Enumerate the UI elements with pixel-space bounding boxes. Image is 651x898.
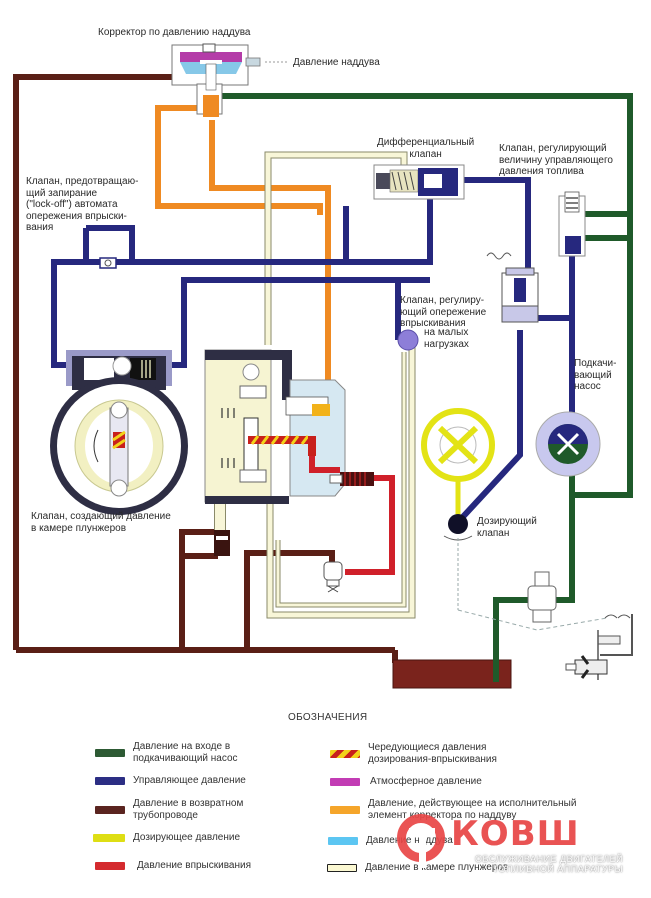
label-boost-corrector: Корректор по давлению наддува — [98, 27, 251, 38]
plunger-chamber-valve — [214, 530, 230, 556]
legend-label: Давление на входе в подкачивающий насос — [133, 741, 238, 764]
fuel-distributor — [204, 349, 346, 504]
air-flow-sensor — [421, 408, 608, 631]
label-metering-valve: Дозирующий клапан — [477, 516, 537, 539]
lockoff-valve — [99, 257, 117, 269]
label-feed-pump: Подкачи- вающий насос — [574, 358, 617, 392]
label-boost-pressure: Давление наддува — [293, 57, 380, 68]
legend-item-return: Давление в возвратном трубопроводе — [95, 798, 243, 821]
label-differential-valve: Дифференциальный клапан — [377, 137, 475, 160]
legend-swatch — [95, 861, 125, 870]
fuel-tank — [392, 659, 512, 689]
legend-item-atmospheric: Атмосферное давление — [330, 776, 482, 788]
legend-swatch — [95, 776, 125, 785]
legend-label: Управляющее давление — [133, 775, 246, 786]
fuel-accumulator — [527, 571, 557, 623]
legend-swatch — [330, 777, 360, 786]
warmup-valve — [486, 252, 539, 323]
injection-line — [345, 475, 395, 575]
label-low-load-advance-valve-suffix: на малых нагрузках — [424, 327, 469, 350]
legend-label: Дозирующее давление — [133, 832, 241, 843]
label-low-load-advance-valve: Клапан, регулиру- ющий опережение впрыск… — [400, 295, 487, 329]
legend-item-control: Управляющее давление — [95, 775, 246, 787]
legend-item-supply: Давление на входе в подкачивающий насос — [95, 741, 238, 764]
legend-label: Давление наддува — [366, 835, 453, 846]
label-control-pressure-valve: Клапан, регулирующий величину управляюще… — [499, 143, 613, 177]
control-pressure-valve — [558, 191, 586, 257]
legend-label: Давление в возвратном трубопроводе — [133, 798, 244, 821]
return-line — [13, 74, 398, 663]
control-pressure-line — [51, 177, 575, 523]
timing-device — [50, 350, 188, 515]
start-valve — [323, 561, 343, 593]
legend-swatch — [95, 805, 125, 814]
legend-item-alternating: Чередующиеся давления дозирования-впрыск… — [330, 742, 497, 765]
legend-swatch — [93, 833, 125, 842]
label-plunger-chamber-valve: Клапан, создающий давление в камере плун… — [31, 511, 171, 534]
legend-swatch — [327, 863, 357, 872]
legend-item-injection: Давление впрыскивания — [95, 860, 251, 872]
legend-title: ОБОЗНАЧЕНИЯ — [288, 712, 368, 723]
legend-swatch — [330, 805, 360, 814]
legend-swatch — [330, 749, 360, 758]
label-lockoff-valve: Клапан, предотвращаю- щий запирание ("lo… — [26, 176, 139, 233]
legend-label: Атмосферное давление — [370, 776, 482, 787]
throttle-linkage — [565, 614, 633, 680]
legend-swatch — [328, 836, 358, 845]
boost-corrector — [171, 43, 288, 117]
legend-label: Чередующиеся давления дозирования-впрыск… — [368, 742, 497, 765]
legend-label: Давление впрыскивания — [137, 860, 251, 871]
injector — [329, 472, 374, 486]
legend-item-plunger-chamber: Давление в камере плунжеров — [327, 862, 508, 874]
differential-valve — [373, 164, 465, 200]
supply-line — [218, 93, 633, 682]
legend-label: Давление в камере плунжеров — [365, 862, 509, 873]
legend-swatch — [95, 748, 125, 757]
legend-item-metering: Дозирующее давление — [93, 832, 240, 844]
feed-pump — [535, 411, 601, 477]
legend-item-boost: Давление наддува — [328, 835, 453, 847]
legend-label: Давление, действующее на исполнительный … — [368, 798, 577, 821]
low-load-advance-valve — [397, 329, 419, 351]
legend-item-boost-actuator: Давление, действующее на исполнительный … — [330, 798, 576, 821]
plunger-chamber-line — [214, 151, 416, 619]
